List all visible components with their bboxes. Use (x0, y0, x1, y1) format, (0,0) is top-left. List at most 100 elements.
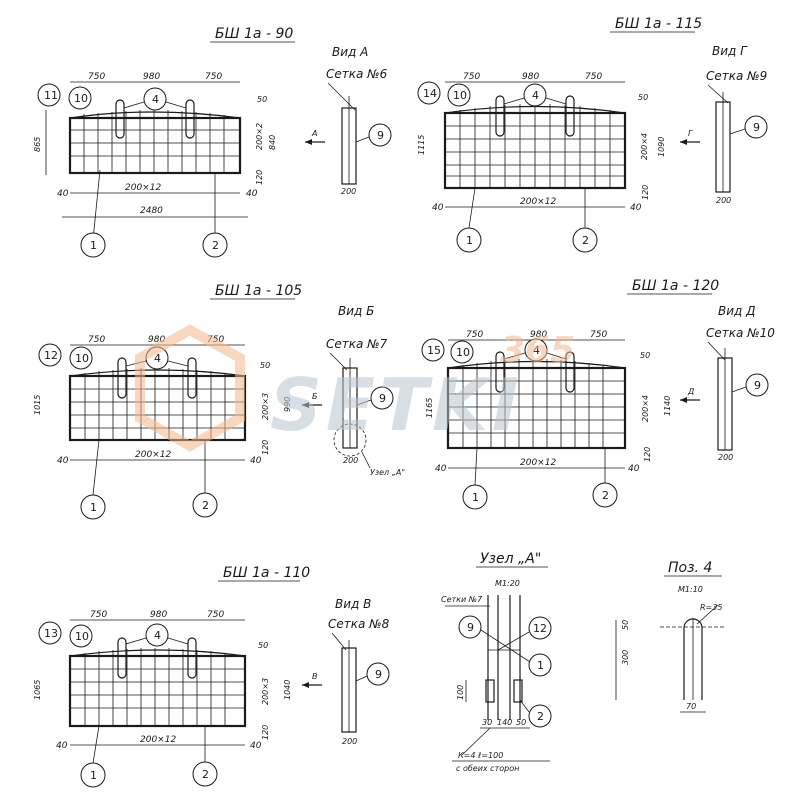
callout-circle (417, 81, 441, 105)
dim-pitch-h: 200×12 (520, 197, 556, 207)
callout-left-b: 10 (456, 346, 470, 359)
callout-circle (69, 346, 93, 370)
callout-circle (528, 704, 552, 728)
dim-edge-right: 40 (246, 189, 258, 199)
callout-circle (38, 343, 62, 367)
panel-bsh1a-115: БШ 1а - 115 750 980 750 (417, 16, 768, 253)
view-arrow-letter: Д (687, 387, 694, 396)
pos4-height: 300 (621, 650, 630, 665)
callout-circle (421, 338, 445, 362)
panel-bsh1a-110: БШ 1а - 110 750 980 750 1065 (33, 565, 390, 788)
callout-left-b: 10 (75, 352, 89, 365)
mesh-grid (68, 99, 242, 175)
side-width: 200 (341, 187, 356, 196)
callout-left-a: 15 (427, 344, 441, 357)
callout-circle (202, 232, 228, 258)
dim-bottom-offset: 120 (643, 447, 652, 462)
dim-pitch-v: 200×2 (255, 123, 264, 150)
callout-circle (592, 482, 618, 508)
callout-loop: 4 (154, 352, 161, 365)
callout-bottom-2: 2 (202, 499, 209, 512)
callout-bottom-2: 2 (202, 768, 209, 781)
dim-bottom-offset: 120 (255, 170, 264, 185)
dim-pitch-v: 200×3 (261, 678, 270, 705)
dim-top-mid: 980 (150, 610, 167, 620)
dim-top-offset: 50 (638, 93, 648, 102)
callout-circle (69, 624, 93, 648)
view-title: Вид Б (338, 304, 374, 318)
callout-circle (523, 83, 547, 107)
node-dim-b: 140 (497, 718, 512, 727)
node-scale: М1:20 (495, 579, 520, 588)
callout-bottom-1: 1 (90, 769, 97, 782)
mesh-grid (68, 637, 247, 728)
callout-circle (458, 615, 482, 639)
callout-circle (368, 123, 392, 147)
view-title: Вид А (332, 45, 368, 59)
view-arrow-letter: В (312, 672, 318, 681)
dim-top-left: 750 (463, 72, 480, 82)
mesh-label: Сетка №7 (326, 337, 388, 351)
dim-top-left: 750 (466, 330, 483, 340)
node-label: Узел „А" (370, 468, 405, 477)
dim-pitch-h: 200×12 (125, 183, 161, 193)
pos4-top-dim: 50 (621, 620, 630, 630)
callout-view: 9 (379, 392, 386, 405)
pos4-scale: М1:10 (678, 585, 703, 594)
dim-edge-left: 40 (435, 464, 447, 474)
callout-loop: 4 (532, 89, 539, 102)
pos4-radius: R=35 (700, 603, 722, 612)
mesh-label: Сетка №8 (328, 617, 390, 631)
callout-circle (456, 227, 482, 253)
dim-edge-left: 40 (432, 203, 444, 213)
panel-bsh1a-120: БШ 1а - 120 750 980 750 (421, 278, 775, 510)
callout-circle (366, 662, 390, 686)
dim-pitch-h: 200×12 (140, 735, 176, 745)
dim-bottom-offset: 120 (261, 440, 270, 455)
dim-top-left: 750 (88, 72, 105, 82)
callout-left-b: 10 (453, 89, 467, 102)
callout-circle (38, 621, 62, 645)
callout-circle (462, 484, 488, 510)
callout-bottom-2: 2 (602, 489, 609, 502)
node-callout-d: 2 (537, 710, 544, 723)
callout-circle (143, 87, 167, 111)
callout-view: 9 (753, 121, 760, 134)
pos4-width: 70 (686, 702, 696, 711)
node-mesh-label: Сетки №7 (441, 595, 483, 604)
dim-height-inner: 1140 (663, 396, 672, 416)
callout-circle (745, 373, 769, 397)
side-width: 200 (718, 453, 733, 462)
mesh-grid (68, 357, 247, 442)
callout-bottom-1: 1 (466, 234, 473, 247)
side-width: 200 (342, 737, 357, 746)
view-arrow-letter: А (311, 129, 317, 138)
callout-bottom-2: 2 (582, 234, 589, 247)
callout-circle (192, 492, 218, 518)
node-detail: Узел „А" М1:20 Сетки №7 9 12 1 2 100 30 … (441, 551, 552, 773)
callout-circle (447, 83, 471, 107)
callout-bottom-2: 2 (212, 239, 219, 252)
mesh-label: Сетка №9 (706, 69, 767, 83)
callout-circle (80, 232, 106, 258)
dim-pitch-v: 200×3 (261, 393, 270, 420)
node-callout-c: 1 (537, 659, 544, 672)
callout-view: 9 (377, 129, 384, 142)
callout-left-a: 12 (44, 349, 58, 362)
view-arrow-letter: Б (312, 392, 318, 401)
dim-top-right: 750 (585, 72, 602, 82)
dim-overall-length: 2480 (140, 206, 163, 216)
callout-left-a: 14 (423, 87, 437, 100)
callout-left-a: 11 (44, 89, 58, 102)
dim-top-mid: 980 (530, 330, 547, 340)
dim-top-right: 750 (207, 335, 224, 345)
dim-height-inner: 1090 (657, 137, 666, 157)
node-dim-height: 100 (456, 685, 465, 700)
callout-loop: 4 (154, 629, 161, 642)
dim-edge-left: 40 (57, 189, 69, 199)
callout-loop: 4 (152, 93, 159, 106)
pos4-title: Поз. 4 (668, 560, 712, 576)
dim-top-left: 750 (88, 335, 105, 345)
dim-top-offset: 50 (258, 641, 268, 650)
dim-top-right: 750 (205, 72, 222, 82)
